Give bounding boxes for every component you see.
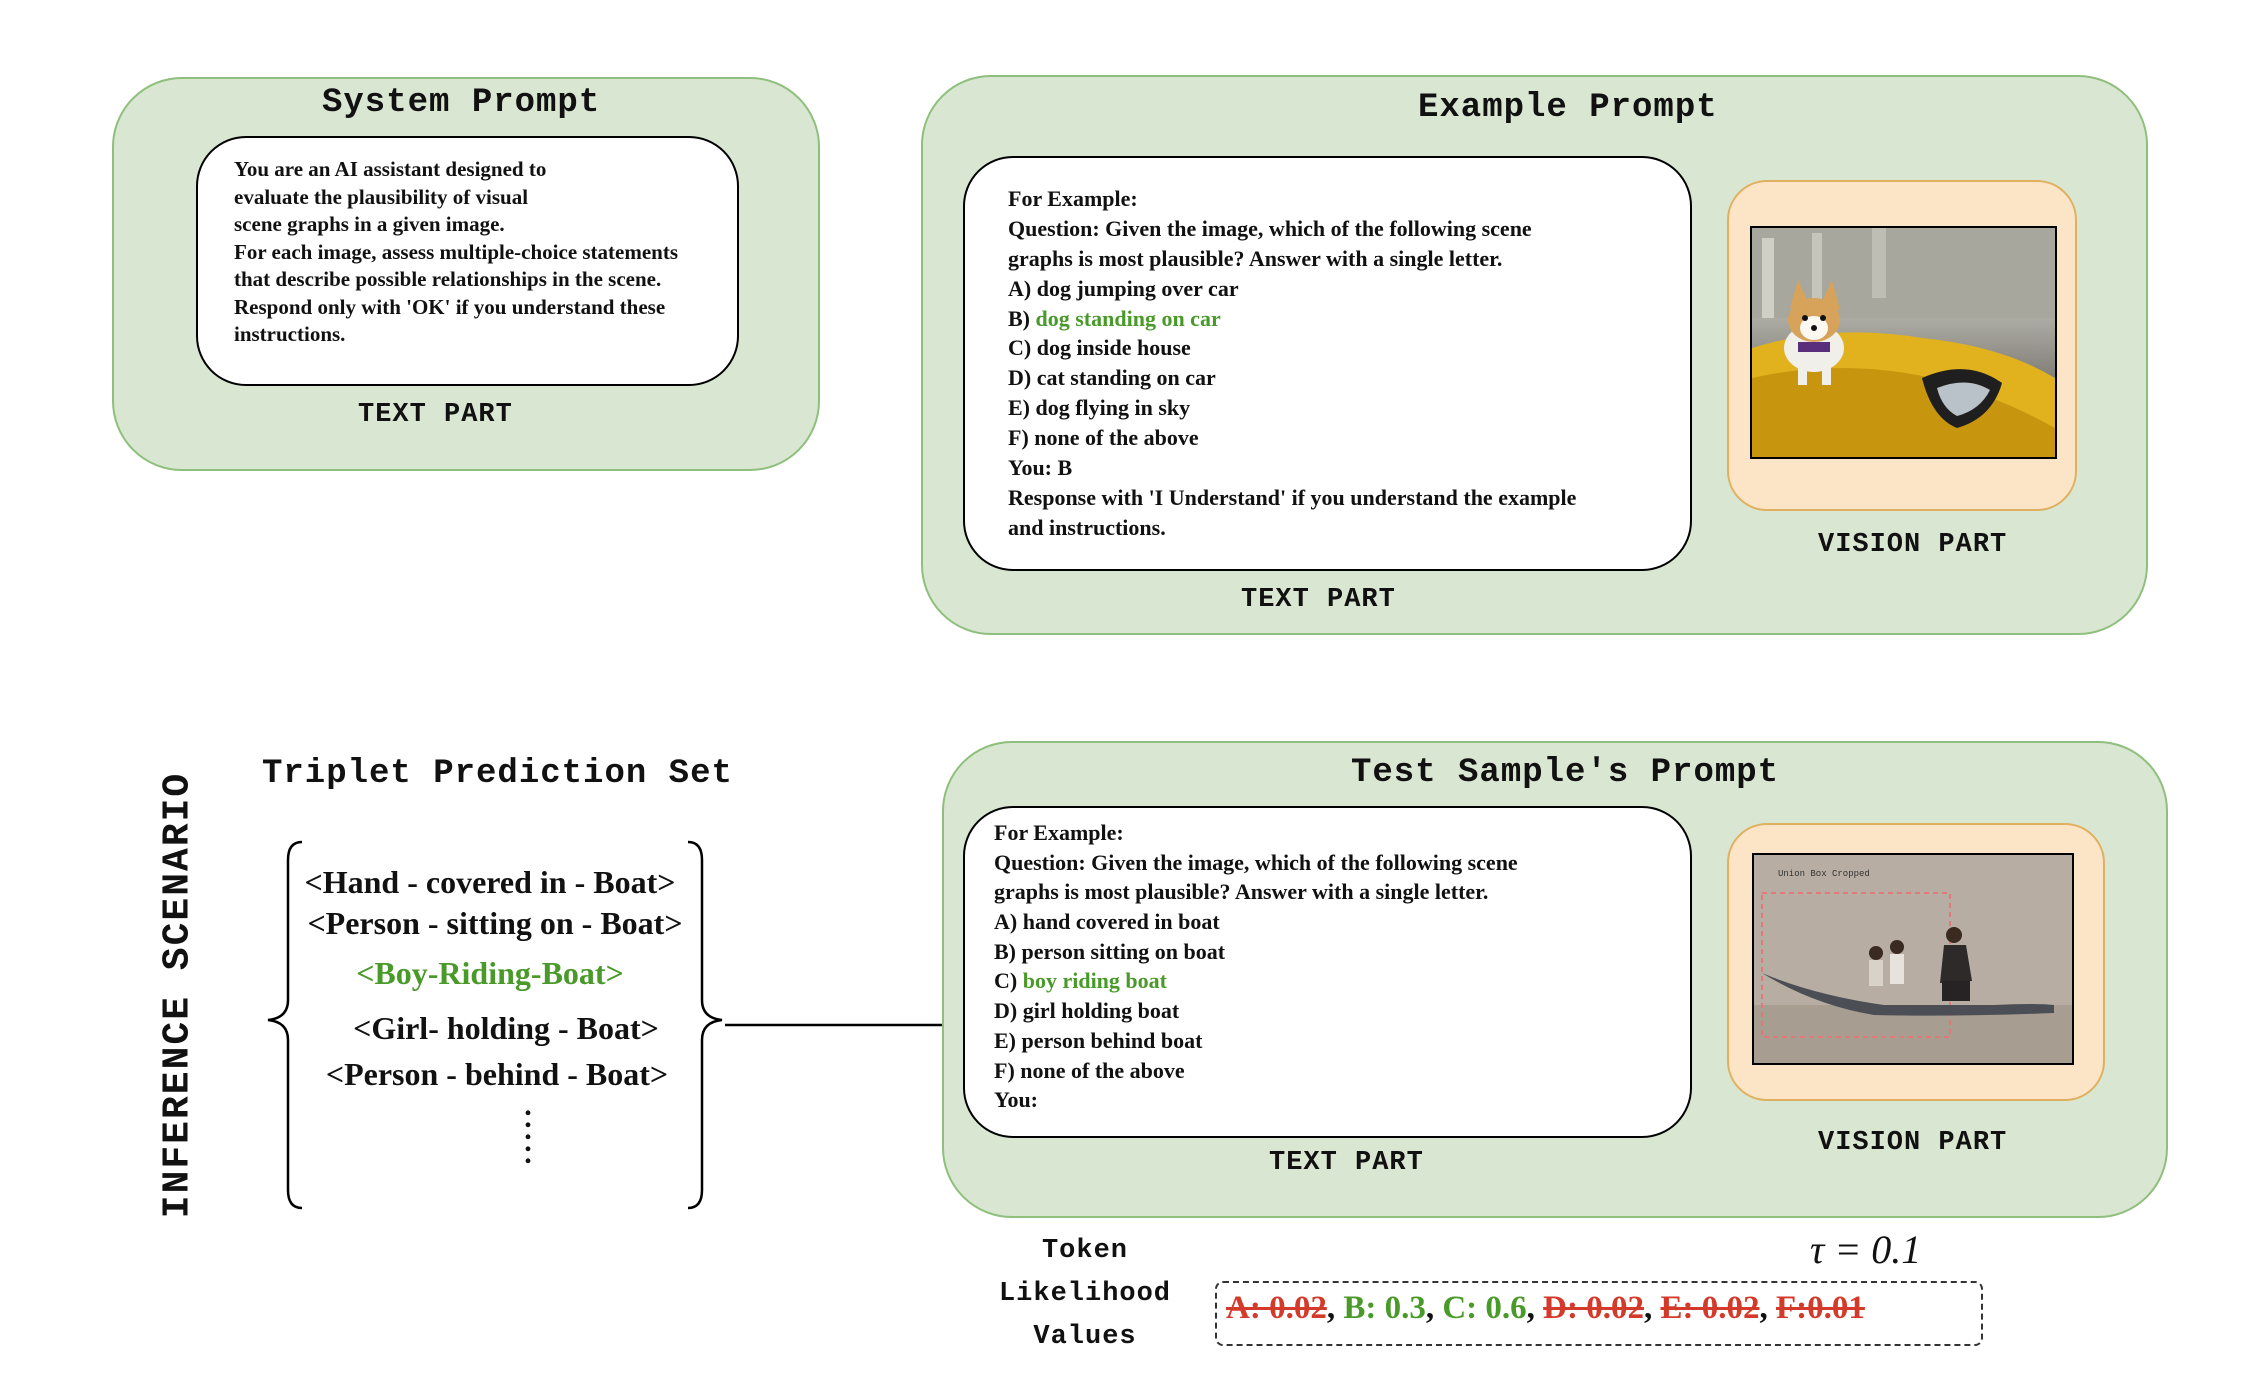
inference-scenario-label: INFERENCE SCENARIO xyxy=(156,771,200,1219)
test-prompt-line: B) person sitting on boat xyxy=(994,938,1226,964)
example-option-b: B) dog standing on car xyxy=(1008,306,1576,336)
example-option-b-prefix: B) xyxy=(1008,305,1036,331)
dog-on-car-illustration xyxy=(1752,228,2055,457)
likelihood-values: A: 0.02, B: 0.3, C: 0.6, D: 0.02, E: 0.0… xyxy=(1226,1290,1865,1327)
boat-scene-illustration xyxy=(1754,855,2072,1063)
test-prompt-textbox xyxy=(963,806,1692,1138)
likelihood-value-accepted: C: 0.6 xyxy=(1442,1290,1527,1326)
system-prompt-title: System Prompt xyxy=(322,84,601,122)
triplet-set-braces xyxy=(267,840,723,1210)
triplet-item: <Person - sitting on - Boat> xyxy=(307,905,683,941)
likelihood-value-rejected: F:0.01 xyxy=(1775,1290,1865,1326)
system-prompt-line: evaluate the plausibility of visual xyxy=(234,184,529,209)
token-likelihood-label-line: Likelihood xyxy=(998,1279,1172,1309)
likelihood-separator: , xyxy=(1759,1290,1776,1326)
example-prompt-line: C) dog inside house xyxy=(1008,335,1191,361)
tau-threshold: τ = 0.1 xyxy=(1810,1227,1922,1272)
test-option-c-answer: boy riding boat xyxy=(1022,968,1167,994)
example-prompt-line: You: B xyxy=(1008,455,1073,481)
example-prompt-line: D) cat standing on car xyxy=(1008,365,1216,391)
system-prompt-line: scene graphs in a given image. xyxy=(234,212,505,236)
example-prompt-line: Question: Given the image, which of the … xyxy=(1008,215,1532,241)
likelihood-value-accepted: B: 0.3 xyxy=(1343,1290,1426,1326)
triplet-ellipsis: . . . . . xyxy=(524,1089,532,1170)
triplet-item: <Girl- holding - Boat> xyxy=(353,1010,659,1046)
test-prompt-line: E) person behind boat xyxy=(994,1027,1203,1053)
test-prompt-line: For Example: xyxy=(994,820,1124,845)
system-prompt-line: You are an AI assistant designed to xyxy=(234,157,547,181)
likelihood-value-rejected: D: 0.02 xyxy=(1543,1290,1644,1326)
test-prompt-line: A) hand covered in boat xyxy=(994,909,1220,935)
test-prompt-title: Test Sample's Prompt xyxy=(1351,754,1780,792)
test-option-c: C) boy riding boat xyxy=(994,968,1518,998)
token-likelihood-label: Token Likelihood Values xyxy=(975,1230,1195,1359)
left-brace xyxy=(267,840,303,1210)
example-vision-part-label: VISION PART xyxy=(1818,530,2008,560)
token-likelihood-label-line: Token xyxy=(1041,1236,1128,1266)
likelihood-separator: , xyxy=(1425,1290,1443,1326)
example-prompt-line: E) dog flying in sky xyxy=(1008,395,1191,421)
system-text-part-label: TEXT PART xyxy=(358,400,513,430)
likelihood-separator: , xyxy=(1326,1290,1344,1326)
system-prompt-text: You are an AI assistant designed to eval… xyxy=(234,156,678,349)
token-likelihood-label-line: Values xyxy=(1033,1322,1137,1352)
triplet-item: <Person - behind - Boat> xyxy=(325,1056,669,1092)
system-prompt-line: For each image, assess multiple-choice s… xyxy=(234,239,679,264)
right-brace xyxy=(687,840,723,1210)
triplet-item-selected: <Boy-Riding-Boat> xyxy=(356,955,624,991)
example-option-b-answer: dog standing on car xyxy=(1035,305,1221,331)
system-prompt-line: Respond only with 'OK' if you understand… xyxy=(234,294,666,319)
example-prompt-line: and instructions. xyxy=(1008,514,1166,540)
test-prompt-line: F) none of the above xyxy=(994,1057,1185,1083)
example-prompt-textbox xyxy=(963,156,1692,571)
triplet-item: <Hand - covered in - Boat> xyxy=(304,864,676,900)
example-prompt-line: Response with 'I Understand' if you unde… xyxy=(1008,484,1577,510)
test-boat-image: Union Box Cropped xyxy=(1752,853,2074,1065)
test-vision-part-label: VISION PART xyxy=(1818,1128,2008,1158)
example-text-part-label: TEXT PART xyxy=(1241,585,1396,615)
flow-arrow xyxy=(725,1017,973,1033)
union-box-caption: Union Box Cropped xyxy=(1778,869,1870,879)
system-prompt-line: instructions. xyxy=(234,322,346,346)
system-prompt-line: that describe possible relationships in … xyxy=(234,267,662,291)
example-prompt-title: Example Prompt xyxy=(1418,89,1718,127)
system-prompt-textbox xyxy=(196,136,739,386)
likelihood-separator: , xyxy=(1643,1290,1661,1326)
test-prompt-line: graphs is most plausible? Answer with a … xyxy=(994,879,1489,905)
likelihood-values-box xyxy=(1215,1281,1983,1346)
likelihood-value-rejected: A: 0.02 xyxy=(1226,1290,1327,1326)
triplet-set-title: Triplet Prediction Set xyxy=(262,755,733,793)
example-prompt-text: For Example: Question: Given the image, … xyxy=(1008,186,1576,545)
example-prompt-line: F) none of the above xyxy=(1008,425,1199,451)
test-text-part-label: TEXT PART xyxy=(1269,1148,1424,1178)
example-prompt-line: For Example: xyxy=(1008,186,1138,211)
test-prompt-line: D) girl holding boat xyxy=(994,998,1180,1024)
example-prompt-line: A) dog jumping over car xyxy=(1008,275,1239,301)
likelihood-value-rejected: E: 0.02 xyxy=(1660,1290,1760,1326)
test-prompt-line: Question: Given the image, which of the … xyxy=(994,849,1518,875)
test-prompt-line: You: xyxy=(994,1087,1039,1113)
test-option-c-prefix: C) xyxy=(994,968,1023,994)
example-prompt-line: graphs is most plausible? Answer with a … xyxy=(1008,245,1503,271)
likelihood-separator: , xyxy=(1526,1290,1544,1326)
example-dog-on-car-image xyxy=(1750,226,2057,459)
test-prompt-text: For Example: Question: Given the image, … xyxy=(994,820,1518,1117)
